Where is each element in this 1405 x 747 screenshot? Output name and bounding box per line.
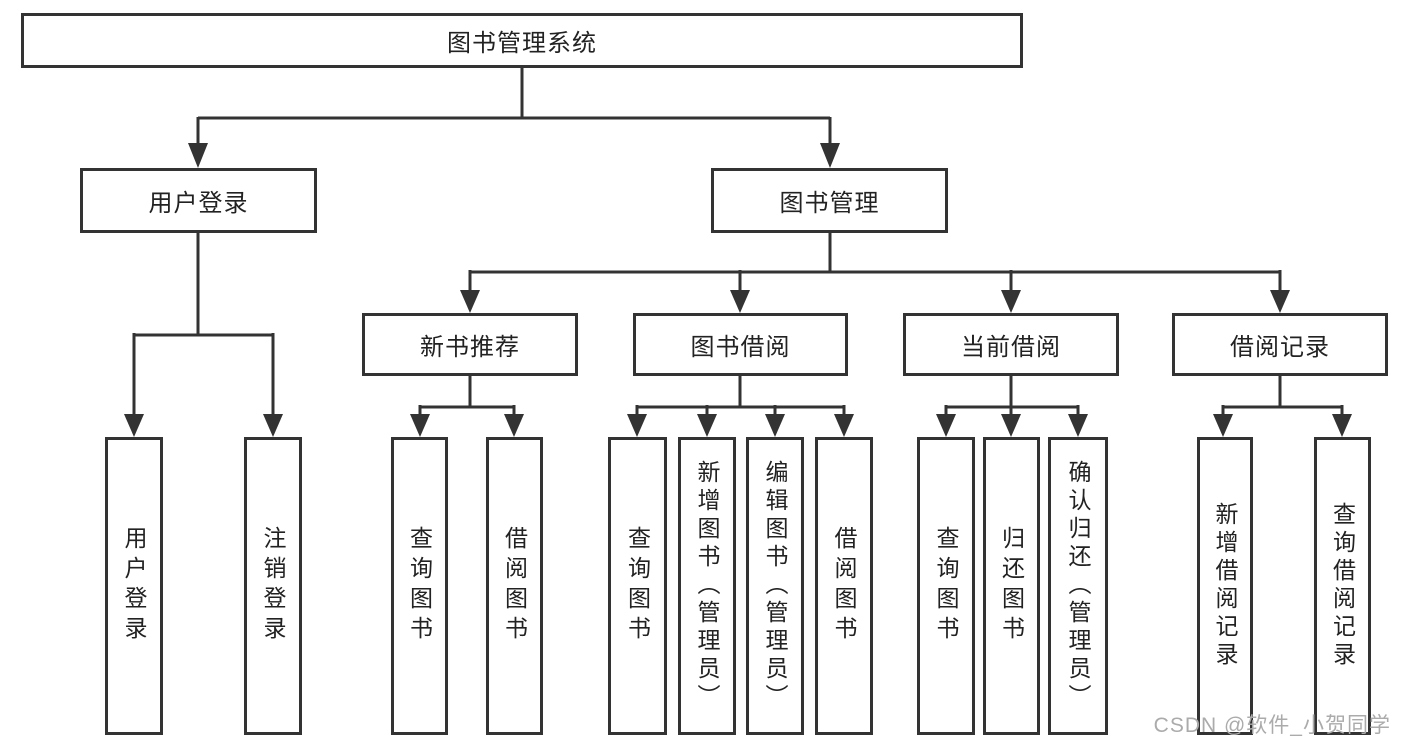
- leaf-label: 查询借阅记录: [1329, 502, 1356, 670]
- node-book-borrow: 图书借阅: [633, 313, 848, 376]
- leaf-label: 借阅图书: [831, 526, 857, 646]
- node-label: 图书借阅: [690, 334, 791, 361]
- leaf-label: 注销登录: [260, 526, 286, 646]
- node-user-login: 用户登录: [80, 168, 317, 233]
- leaf-label: 借阅图书: [501, 526, 528, 646]
- leaf-return-book: 归还图书: [983, 437, 1040, 735]
- leaf-label: 新增图书（管理员）: [694, 460, 720, 712]
- node-root: 图书管理系统: [21, 13, 1023, 68]
- node-current-borrow: 当前借阅: [903, 313, 1119, 376]
- node-borrow-record: 借阅记录: [1172, 313, 1388, 376]
- leaf-user-login: 用户登录: [105, 437, 163, 735]
- leaf-query-book: 查询图书: [391, 437, 448, 735]
- leaf-label: 用户登录: [121, 526, 147, 646]
- leaf-add-borrow-record: 新增借阅记录: [1197, 437, 1253, 735]
- leaf-label: 编辑图书（管理员）: [762, 460, 788, 712]
- leaf-query-borrow-record: 查询借阅记录: [1314, 437, 1371, 735]
- node-label: 当前借阅: [961, 334, 1061, 361]
- leaf-label: 归还图书: [998, 526, 1025, 646]
- node-label: 新书推荐: [420, 334, 520, 361]
- leaf-add-book-admin: 新增图书（管理员）: [678, 437, 736, 735]
- leaf-logout: 注销登录: [244, 437, 302, 735]
- node-book-management: 图书管理: [711, 168, 948, 233]
- leaf-label: 查询图书: [406, 526, 433, 646]
- watermark: CSDN @软件_小贺同学: [1153, 714, 1391, 737]
- leaf-borrow-book: 借阅图书: [486, 437, 543, 735]
- node-label: 图书管理: [779, 190, 880, 217]
- leaf-query-book: 查询图书: [917, 437, 975, 735]
- leaf-edit-book-admin: 编辑图书（管理员）: [746, 437, 804, 735]
- leaf-label: 新增借阅记录: [1212, 502, 1238, 670]
- leaf-label: 查询图书: [624, 526, 651, 646]
- node-label: 用户登录: [148, 190, 249, 217]
- leaf-label: 查询图书: [933, 526, 959, 646]
- leaf-label: 确认归还（管理员）: [1065, 460, 1091, 712]
- leaf-borrow-book: 借阅图书: [815, 437, 873, 735]
- node-label: 图书管理系统: [447, 30, 597, 57]
- leaf-query-book: 查询图书: [608, 437, 667, 735]
- arrowheads: [124, 143, 1352, 437]
- node-new-book-recommend: 新书推荐: [362, 313, 578, 376]
- leaf-confirm-return-admin: 确认归还（管理员）: [1048, 437, 1108, 735]
- node-label: 借阅记录: [1230, 334, 1330, 361]
